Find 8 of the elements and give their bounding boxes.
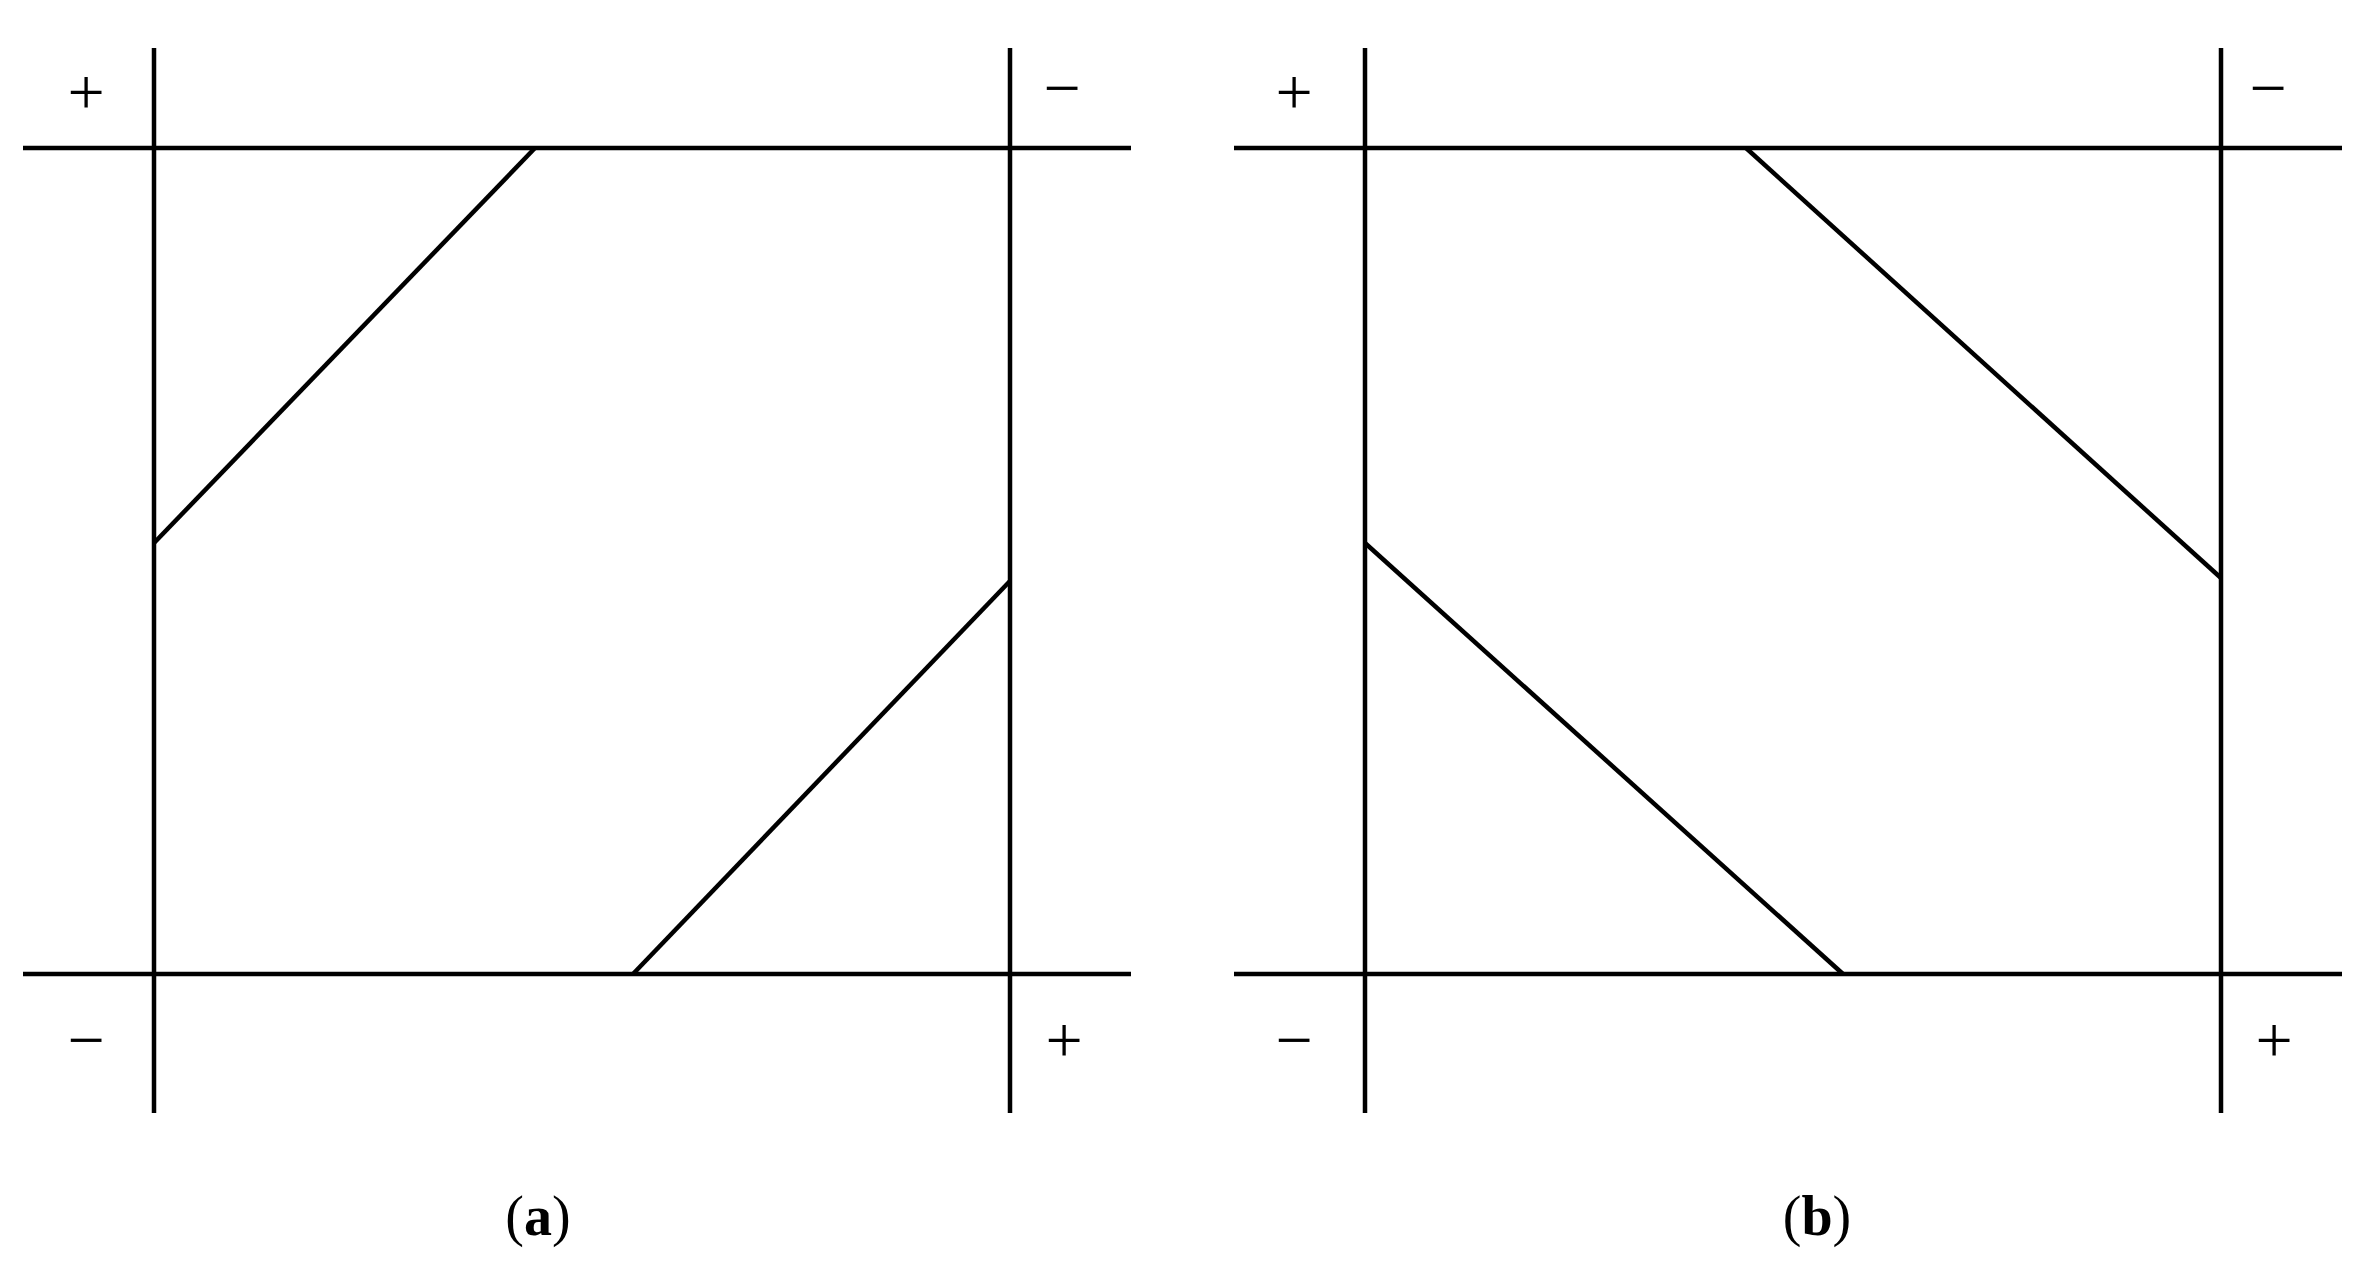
polarity-sign: −	[1275, 1007, 1313, 1073]
polarity-sign: +	[2255, 1007, 2293, 1073]
polarity-sign: −	[67, 1007, 105, 1073]
polarity-sign: +	[1275, 59, 1313, 125]
polarity-sign: +	[67, 59, 105, 125]
polarity-sign: −	[1043, 55, 1081, 121]
polarity-sign: −	[2249, 55, 2287, 121]
polarity-sign: +	[1045, 1007, 1083, 1073]
